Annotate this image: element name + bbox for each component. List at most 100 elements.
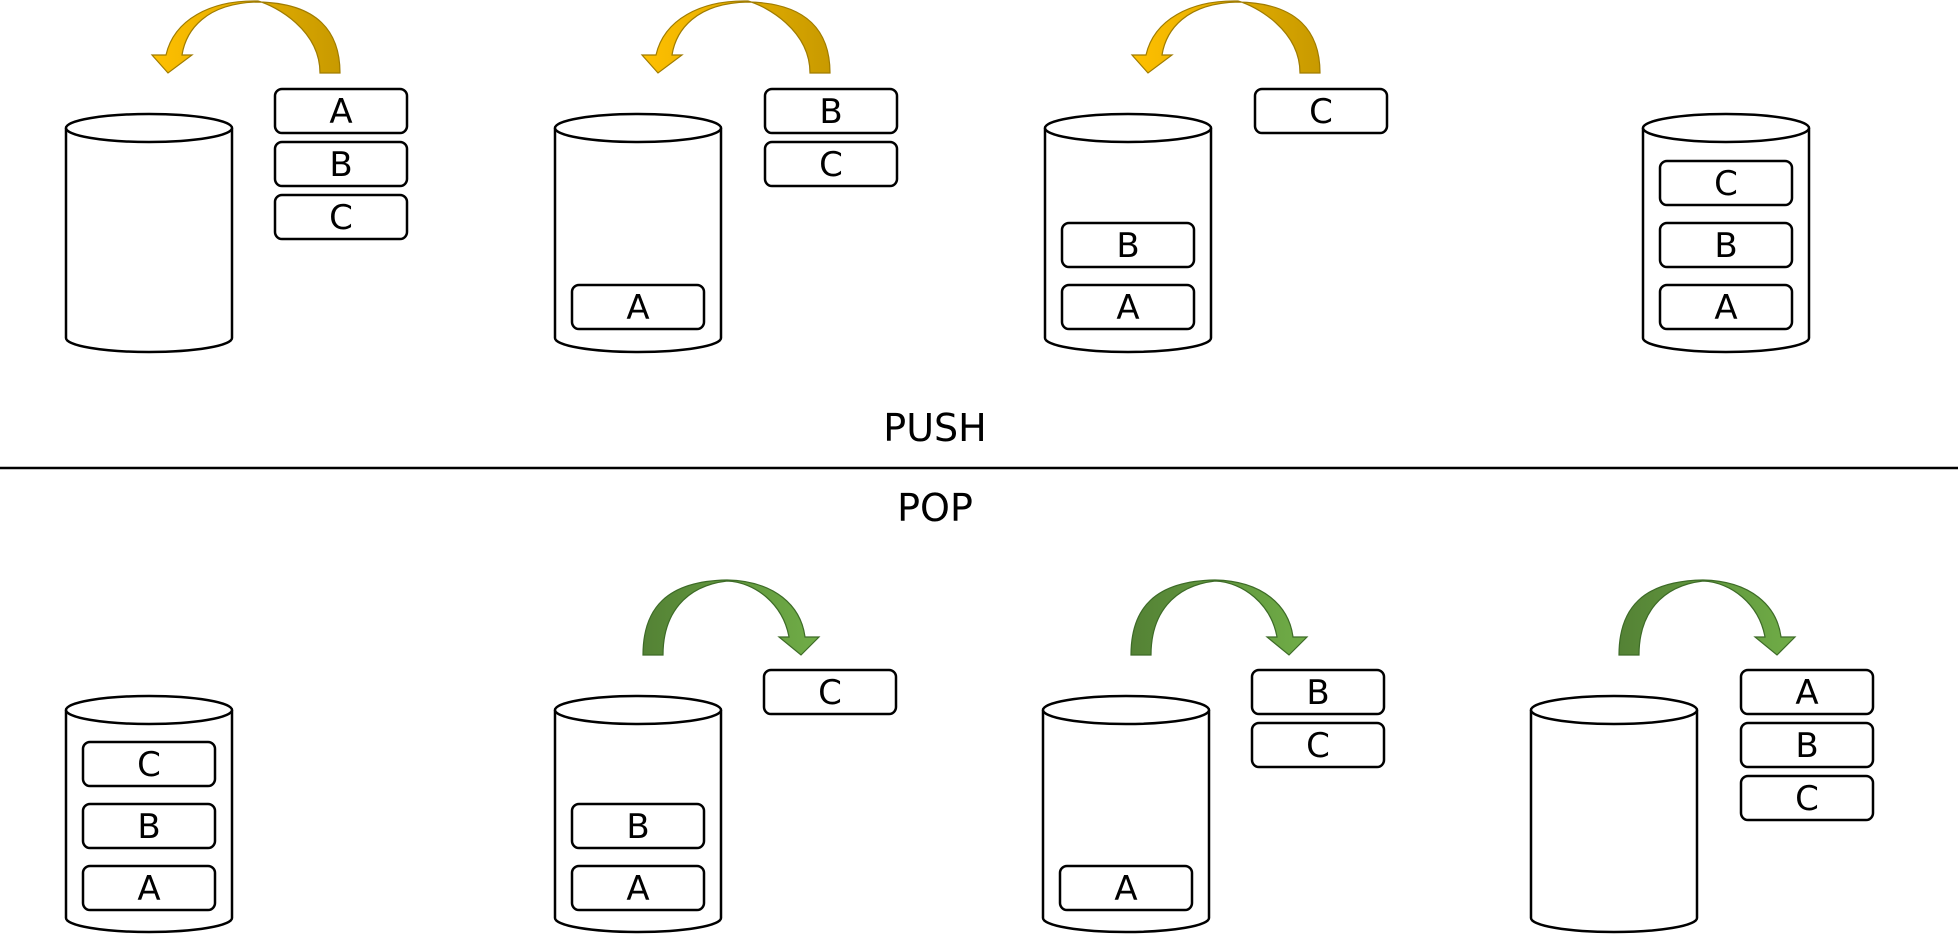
cylinder-body <box>64 128 234 354</box>
item-box-outline <box>1060 221 1196 269</box>
item-box-outline <box>1253 87 1389 135</box>
item-box-outline <box>1250 668 1386 716</box>
waiting-item-c: C <box>1253 87 1389 135</box>
item-box-outline <box>273 140 409 188</box>
item-label: C <box>1714 164 1738 204</box>
item-box-outline <box>273 87 409 135</box>
stack-cylinder <box>64 112 234 354</box>
item-box-outline <box>1658 159 1794 207</box>
pop-step-2: AB C <box>553 579 898 934</box>
push-step-2: A BC <box>553 0 899 354</box>
removed-item-c: C <box>1250 721 1386 769</box>
push-step-3: AB C <box>1043 0 1389 354</box>
item-box-outline <box>1658 283 1794 331</box>
item-label: A <box>1714 288 1737 328</box>
push-arrow-icon <box>1130 0 1321 74</box>
item-label: C <box>329 198 353 238</box>
item-box-outline <box>570 802 706 850</box>
cylinder-top <box>553 112 723 144</box>
item-label: B <box>626 807 649 847</box>
item-box-outline <box>1739 721 1875 769</box>
item-label: C <box>1309 92 1333 132</box>
pop-step-3: A BC <box>1041 579 1386 934</box>
item-label: B <box>329 145 352 185</box>
removed-item-c: C <box>762 668 898 716</box>
item-label: B <box>1116 226 1139 266</box>
push-label: PUSH <box>883 406 986 450</box>
item-box-outline <box>570 864 706 912</box>
item-label: B <box>819 92 842 132</box>
item-box-outline <box>763 140 899 188</box>
cylinder-top <box>1041 694 1211 726</box>
pop-arrow-icon <box>1130 579 1309 656</box>
pop-arrow-icon <box>1618 579 1797 656</box>
pop-label: POP <box>897 486 973 530</box>
stack-item-a: A <box>81 864 217 912</box>
item-box-outline <box>81 740 217 788</box>
item-box-outline <box>1739 774 1875 822</box>
item-label: A <box>1795 673 1818 713</box>
item-box-outline <box>1739 668 1875 716</box>
item-box-outline <box>762 668 898 716</box>
item-box-outline <box>81 864 217 912</box>
stack-item-b: B <box>1658 221 1794 269</box>
item-box-outline <box>273 193 409 241</box>
item-label: A <box>1114 869 1137 909</box>
stack-item-b: B <box>570 802 706 850</box>
item-label: C <box>1795 779 1819 819</box>
cylinder-top <box>64 112 234 144</box>
item-box-outline <box>763 87 899 135</box>
stack-item-c: C <box>1658 159 1794 207</box>
removed-item-a: A <box>1739 668 1875 716</box>
cylinder-top <box>64 694 234 726</box>
item-label: B <box>1306 673 1329 713</box>
item-box-outline <box>1060 283 1196 331</box>
item-box-outline <box>81 802 217 850</box>
item-label: C <box>819 145 843 185</box>
cylinder-top <box>1529 694 1699 726</box>
pop-step-4: ABC <box>1529 579 1875 934</box>
item-box-outline <box>1250 721 1386 769</box>
waiting-item-c: C <box>273 193 409 241</box>
pop-arrow-icon <box>642 579 821 656</box>
cylinder-top <box>1641 112 1811 144</box>
stack-item-a: A <box>1658 283 1794 331</box>
item-label: A <box>1116 288 1139 328</box>
cylinder-body <box>1529 710 1699 934</box>
push-step-1: ABC <box>64 0 409 354</box>
waiting-item-b: B <box>763 87 899 135</box>
item-label: C <box>1306 726 1330 766</box>
cylinder-top <box>1043 112 1213 144</box>
stack-item-a: A <box>1060 283 1196 331</box>
stack-item-b: B <box>1060 221 1196 269</box>
item-label: A <box>137 869 160 909</box>
stack-item-c: C <box>81 740 217 788</box>
stack-cylinder <box>1529 694 1699 934</box>
item-box-outline <box>1658 221 1794 269</box>
pop-step-1: ABC <box>64 694 234 934</box>
item-label: A <box>329 92 352 132</box>
item-label: B <box>1714 226 1737 266</box>
item-label: A <box>626 869 649 909</box>
waiting-item-b: B <box>273 140 409 188</box>
stack-item-b: B <box>81 802 217 850</box>
item-label: A <box>626 288 649 328</box>
push-step-4: ABC <box>1641 112 1811 354</box>
removed-item-b: B <box>1250 668 1386 716</box>
item-label: C <box>137 745 161 785</box>
push-arrow-icon <box>640 0 831 74</box>
waiting-item-a: A <box>273 87 409 135</box>
stack-item-a: A <box>570 283 706 331</box>
stack-item-a: A <box>570 864 706 912</box>
removed-item-c: C <box>1739 774 1875 822</box>
stack-item-a: A <box>1058 864 1194 912</box>
item-box-outline <box>1058 864 1194 912</box>
removed-item-b: B <box>1739 721 1875 769</box>
waiting-item-c: C <box>763 140 899 188</box>
item-box-outline <box>570 283 706 331</box>
item-label: C <box>818 673 842 713</box>
push-arrow-icon <box>150 0 341 74</box>
